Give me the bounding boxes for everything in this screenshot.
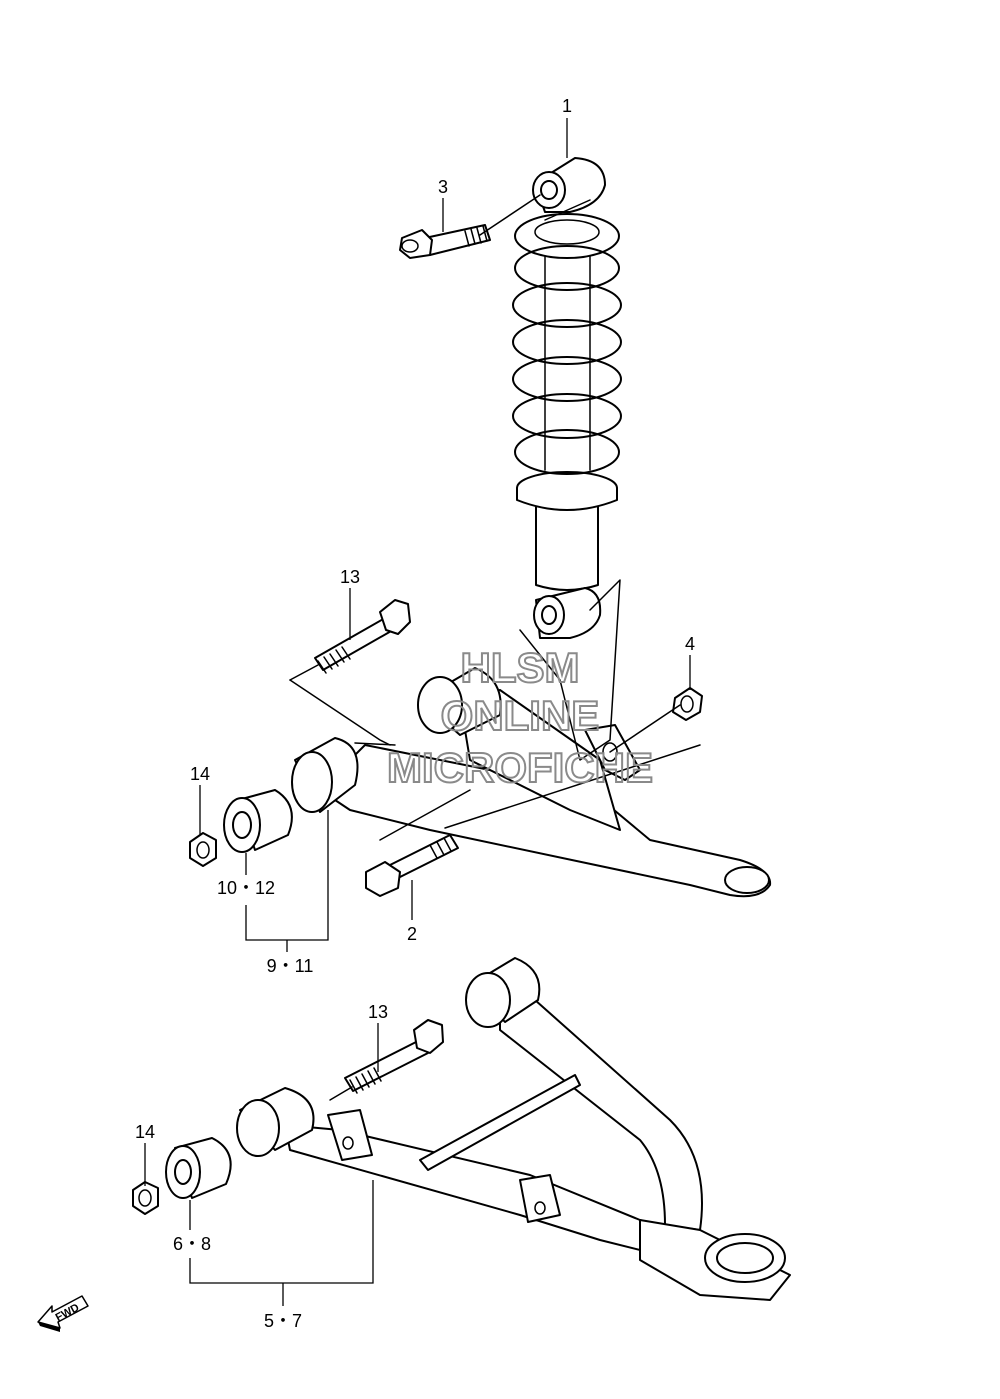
upper-arm-rear-pivot <box>417 667 502 736</box>
lower-suspension-arm[interactable] <box>236 957 791 1301</box>
callout-1: 1 <box>562 96 572 116</box>
upper-arm-front-pivot <box>291 737 359 813</box>
watermark-line-3: MICROFICHE <box>387 744 653 791</box>
watermark-line-2: ONLINE <box>441 692 600 739</box>
bushing-10-12[interactable] <box>223 789 293 853</box>
nut-14-lower[interactable] <box>132 1181 159 1215</box>
bolt-3[interactable] <box>399 224 491 259</box>
callout-10-12: 10・12 <box>217 878 275 898</box>
callout-14-upper: 14 <box>190 764 210 784</box>
nut-4[interactable] <box>672 687 703 721</box>
callout-13-upper: 13 <box>340 567 360 587</box>
bushing-6-8[interactable] <box>165 1137 232 1199</box>
callout-13-lower: 13 <box>368 1002 388 1022</box>
bolt-2[interactable] <box>365 834 459 897</box>
watermark: HLSM ONLINE MICROFICHE <box>386 643 654 792</box>
callout-5-7: 5・7 <box>264 1311 302 1331</box>
callout-leaders <box>144 118 691 1306</box>
watermark-line-1: HLSM <box>461 644 580 691</box>
lower-arm-rear-pivot <box>465 957 541 1028</box>
callout-6-8: 6・8 <box>173 1234 211 1254</box>
coil-spring <box>512 213 622 475</box>
fwd-arrow-icon: FWD <box>37 1295 89 1332</box>
bolt-13-lower[interactable] <box>344 1019 444 1094</box>
lower-arm-front-pivot <box>236 1087 315 1157</box>
nut-14-upper[interactable] <box>189 832 217 867</box>
shock-bottom-eye <box>533 587 602 639</box>
callout-14-lower: 14 <box>135 1122 155 1142</box>
shock-top-eye <box>532 157 606 213</box>
upper-suspension-arm[interactable] <box>291 667 772 898</box>
callout-labels: 1 3 13 4 14 10・12 2 9・11 13 14 6・8 5・7 <box>135 96 695 1331</box>
callout-3: 3 <box>438 177 448 197</box>
callout-9-11: 9・11 <box>267 956 314 976</box>
assembly-guide-lines <box>289 194 701 1101</box>
bolt-13-upper[interactable] <box>314 599 411 674</box>
callout-4: 4 <box>685 634 695 654</box>
callout-2: 2 <box>407 924 417 944</box>
shock-absorber[interactable] <box>512 157 622 639</box>
fwd-label: FWD <box>54 1302 82 1324</box>
